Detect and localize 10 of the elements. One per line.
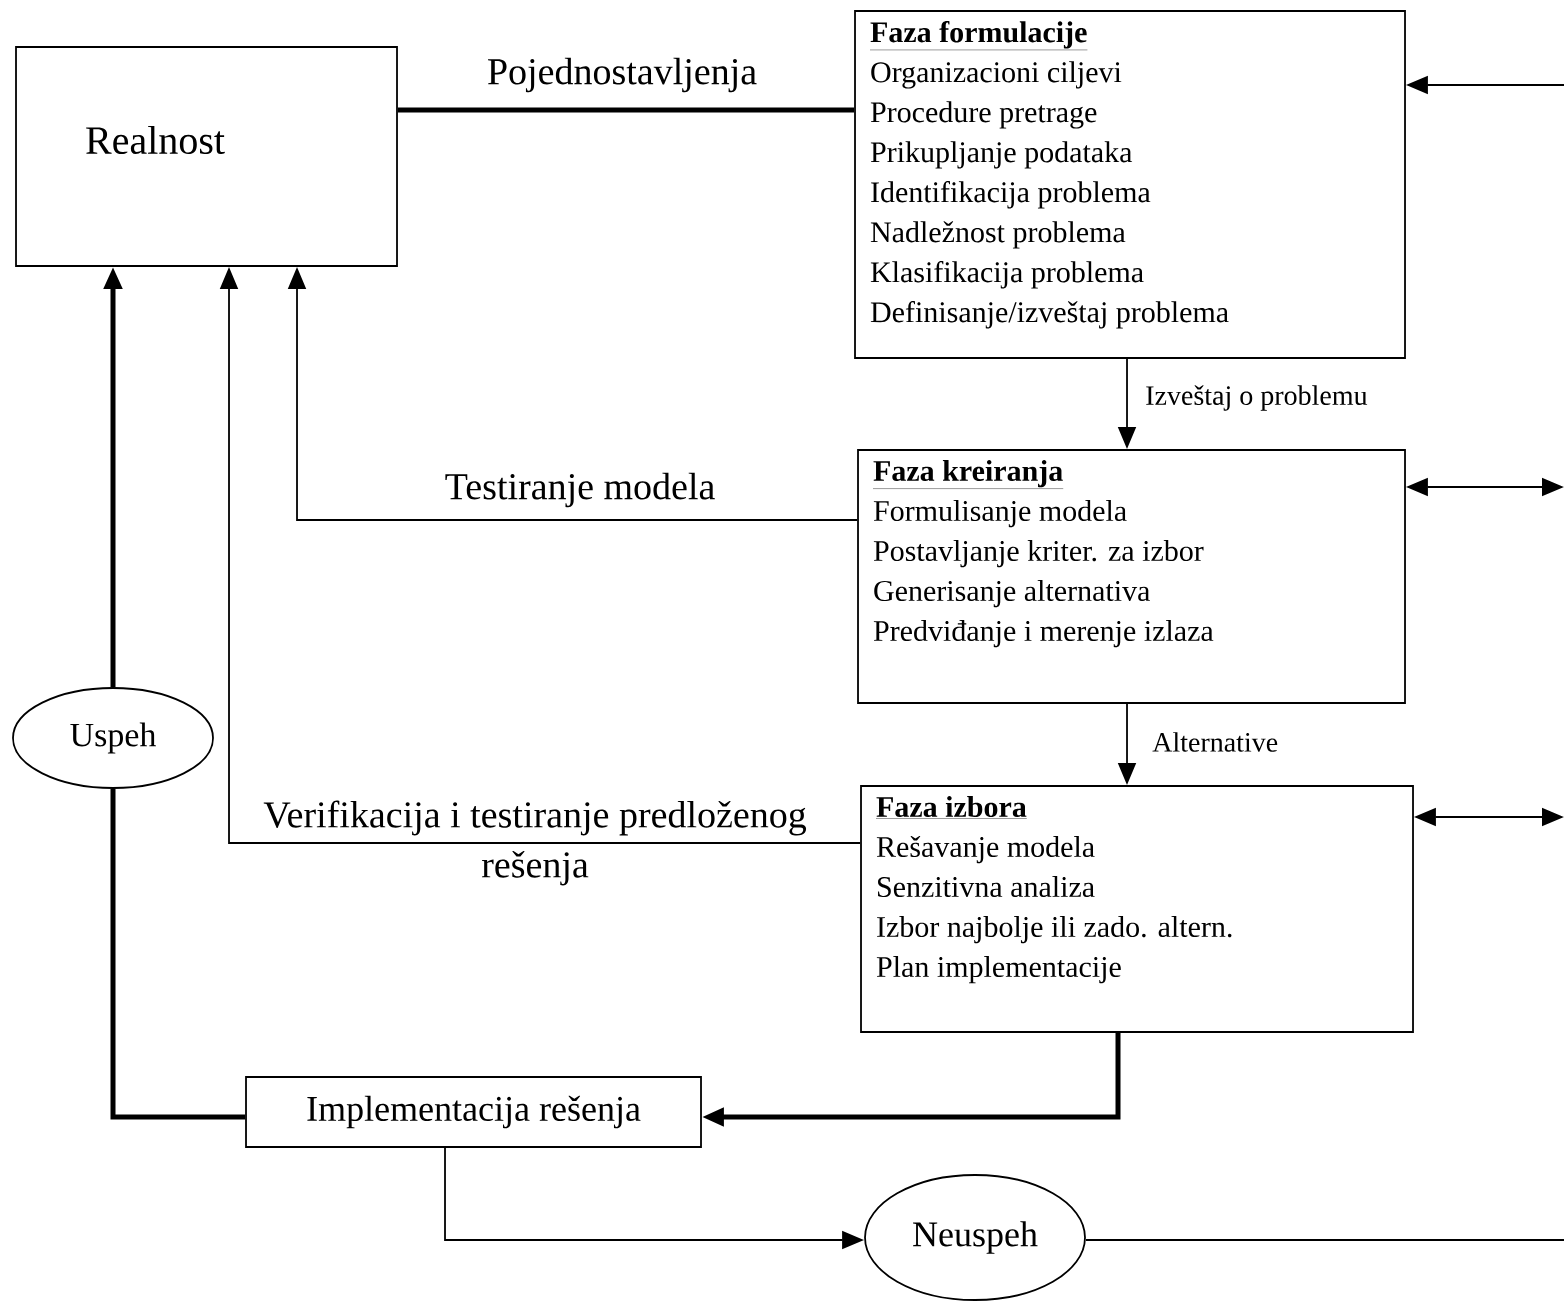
phase-box: Faza izbora Rešavanje modela Senzitivna analiza Izbor najbolje ili zado. altern. Plan implementacije <box>860 785 1414 1033</box>
edge-label: Izveštaj o problemu <box>1143 383 1370 413</box>
process-box: Implementacija rešenja <box>245 1076 702 1148</box>
phase-box: Faza formulacije Organizacioni ciljevi Procedure pretrage Prikupljanje podataka Identifikacija problema Nadležnost problema Klasifikacija problema Definisanje/izveštaj problema <box>854 10 1406 359</box>
phase-box: Faza kreiranja Formulisanje modela Postavljanje kriter. za izbor Generisanje alternativa Predviđanje i merenje izlaza <box>857 449 1406 704</box>
edge-label: Verifikacija i testiranje predloženog rešenja <box>263 800 807 886</box>
edge-label: Testiranje modela <box>442 470 718 510</box>
edge-label: Alternative <box>1150 730 1281 754</box>
process-box: Realnost <box>15 46 398 267</box>
edge-label: Pojednostavljenja <box>484 55 760 95</box>
